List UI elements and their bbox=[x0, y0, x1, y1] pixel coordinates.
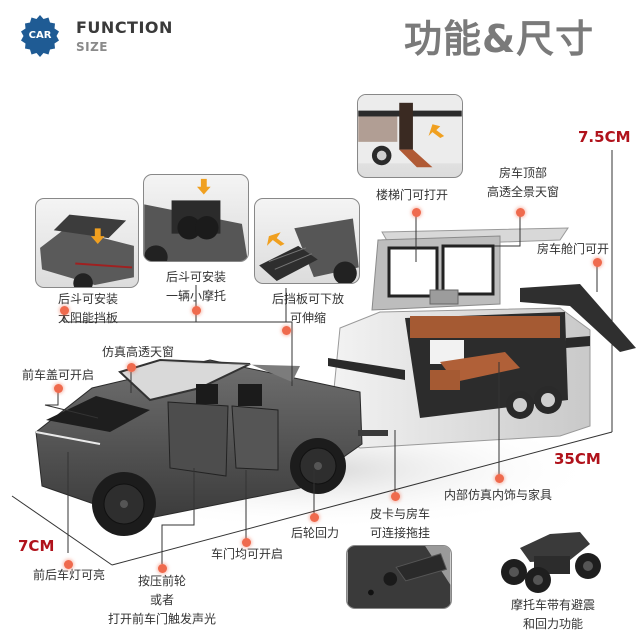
height-dimension: 7.5CM bbox=[578, 128, 631, 146]
callout-dot bbox=[242, 538, 251, 547]
caption-motorbike-bed: 后斗可安装 一辆小摩托 bbox=[165, 270, 226, 303]
callout-dot bbox=[391, 492, 400, 501]
callout-dot bbox=[516, 208, 525, 217]
motorbike-in-bed-inset bbox=[143, 174, 249, 262]
caption-tailgate: 后挡板可下放 可伸缩 bbox=[271, 292, 344, 325]
length-dimension: 35CM bbox=[554, 450, 601, 468]
callout-dot bbox=[60, 306, 69, 315]
solar-cover-inset bbox=[35, 198, 139, 288]
arrow-down-icon bbox=[90, 228, 105, 244]
caption-solar-cover: 后斗可安装 太阳能挡板 bbox=[57, 292, 118, 325]
tailgate-ramp-inset bbox=[254, 198, 360, 284]
callout-dot bbox=[127, 363, 136, 372]
callout-leaders bbox=[44, 214, 598, 564]
mini-motorbike bbox=[490, 528, 610, 594]
dimension-lines bbox=[11, 150, 613, 566]
callout-lights: 前后车灯可亮 bbox=[32, 568, 105, 582]
subtitle-en: SIZE bbox=[76, 40, 109, 54]
page-title: 功能&尺寸 bbox=[404, 17, 595, 61]
callout-dot bbox=[158, 564, 167, 573]
arrow-diagonal-icon bbox=[266, 232, 285, 246]
hitch-inset bbox=[346, 545, 452, 609]
callout-rv-hatch: 房车舱门可开 bbox=[536, 242, 609, 256]
callout-dot bbox=[310, 513, 319, 522]
badge-label: CAR bbox=[28, 30, 52, 41]
callout-sunroof: 仿真高透天窗 bbox=[101, 345, 174, 359]
callout-dot bbox=[282, 326, 291, 335]
rv-trailer bbox=[328, 227, 636, 449]
arrow-diagonal-icon bbox=[428, 124, 445, 138]
width-dimension: 7CM bbox=[18, 537, 55, 555]
callout-pullback: 后轮回力 bbox=[290, 526, 339, 540]
callout-sound: 按压前轮 或者 打开前车门触发声光 bbox=[107, 574, 216, 626]
callout-rv-roof: 房车顶部 高透全景天窗 bbox=[486, 166, 559, 199]
callout-doors: 车门均可开启 bbox=[210, 547, 283, 561]
caption-stair-door: 楼梯门可打开 bbox=[375, 188, 448, 202]
car-badge: CAR bbox=[18, 14, 62, 58]
trailer-stair-door-inset bbox=[357, 94, 463, 178]
badge-star-icon bbox=[21, 15, 59, 57]
callout-frunk: 前车盖可开启 bbox=[21, 368, 94, 382]
callout-dot bbox=[412, 208, 421, 217]
callout-dot bbox=[495, 474, 504, 483]
arrow-down-icon bbox=[196, 178, 211, 195]
callout-hitch: 皮卡与房车 可连接拖挂 bbox=[369, 507, 430, 540]
callout-dot bbox=[593, 258, 602, 267]
callout-dot bbox=[192, 306, 201, 315]
callout-dot bbox=[54, 384, 63, 393]
callout-dot bbox=[64, 560, 73, 569]
callout-interior: 内部仿真内饰与家具 bbox=[443, 488, 552, 502]
caption-mini-motorbike: 摩托车带有避震 和回力功能 bbox=[510, 598, 595, 631]
title-en: FUNCTION bbox=[76, 18, 173, 37]
pickup-truck bbox=[35, 358, 388, 536]
